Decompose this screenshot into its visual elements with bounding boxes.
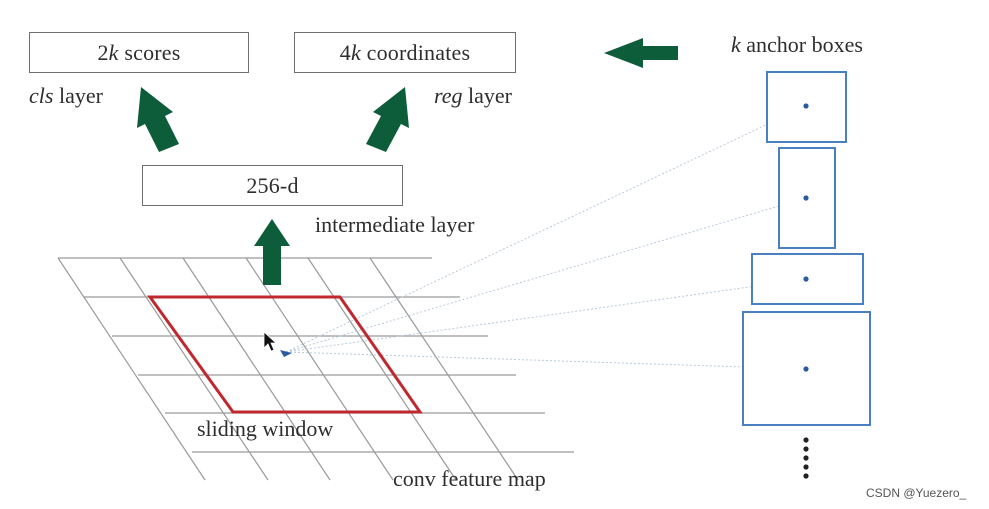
anchor-boxes	[742, 71, 871, 426]
sliding-window-label: sliding window	[197, 416, 334, 441]
anchor-center-1	[803, 103, 809, 109]
watermark: CSDN @Yuezero_	[866, 486, 967, 500]
arrow-up-reg-icon	[366, 87, 409, 152]
feature-map-grid	[57, 257, 574, 481]
cls-scores-text: 2k scores	[97, 39, 181, 65]
anchor-box-1	[766, 71, 847, 143]
reg-coordinates-box: 4k coordinates	[294, 32, 516, 73]
anchor-center-4	[803, 366, 809, 372]
arrow-left-anchors-icon	[604, 38, 678, 68]
projection-lines	[285, 105, 807, 370]
anchor-box-3	[751, 253, 864, 305]
intermediate-layer-label: intermediate layer	[315, 212, 475, 237]
cls-scores-box: 2k scores	[29, 32, 249, 73]
window-center-dot	[280, 350, 292, 357]
sliding-window	[147, 295, 423, 414]
intermediate-box-text: 256-d	[246, 172, 299, 198]
intermediate-box: 256-d	[142, 165, 403, 206]
anchor-ellipsis-dots	[803, 437, 809, 479]
cls-layer-label: cls layer	[29, 83, 103, 108]
conv-feature-map-label: conv feature map	[393, 466, 546, 491]
reg-coordinates-text: 4k coordinates	[339, 39, 471, 65]
reg-layer-label: reg layer	[434, 83, 512, 108]
arrow-up-cls-icon	[137, 87, 179, 152]
anchor-center-3	[803, 276, 809, 282]
mouse-cursor-icon	[263, 331, 278, 352]
anchor-center-2	[803, 195, 809, 201]
arrow-up-intermediate-icon	[254, 219, 290, 285]
anchor-boxes-label: k anchor boxes	[731, 32, 863, 57]
